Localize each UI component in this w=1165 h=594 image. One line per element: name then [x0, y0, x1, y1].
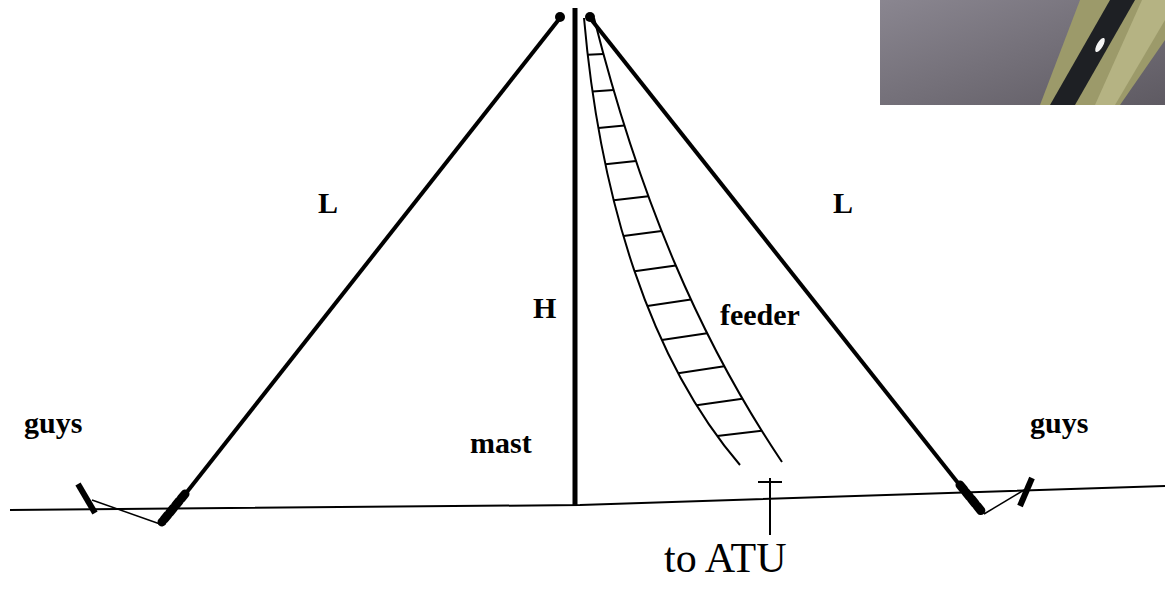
feeder-label: feeder	[720, 300, 800, 330]
lead-line	[758, 481, 782, 483]
ladder-rung	[605, 161, 636, 164]
ladder-rung	[593, 90, 614, 92]
mast-label: mast	[470, 428, 532, 458]
guys-label: guys	[24, 408, 82, 438]
ladder-feeder	[584, 18, 782, 465]
insulator	[162, 494, 185, 522]
ladder-rung	[647, 300, 691, 306]
ladder-rung	[588, 53, 604, 56]
insulator	[960, 485, 982, 512]
ladder-rung	[623, 231, 661, 236]
ladder-rung	[614, 196, 649, 200]
mast-line	[573, 8, 578, 505]
guy-line	[984, 490, 1024, 514]
antenna-wire	[183, 18, 560, 497]
feed-point	[585, 12, 595, 22]
ground-stake	[1020, 478, 1032, 506]
length-label: L	[833, 188, 853, 218]
ground-stake	[78, 484, 95, 513]
ladder-rung	[717, 431, 762, 436]
destination-label: to ATU	[664, 537, 787, 579]
ladder-rung	[697, 399, 743, 405]
photo-inset	[880, 0, 1165, 105]
length-label: L	[318, 188, 338, 218]
lead-line	[769, 478, 771, 535]
height-label: H	[533, 293, 556, 323]
feed-point	[555, 12, 565, 22]
guy-line	[92, 500, 160, 524]
ladder-rung	[678, 366, 724, 373]
antenna-wire	[590, 18, 962, 488]
guys-label: guys	[1030, 408, 1088, 438]
ladder-rung	[635, 266, 676, 272]
ladder-rung	[598, 126, 624, 128]
ladder-rung	[662, 333, 707, 340]
